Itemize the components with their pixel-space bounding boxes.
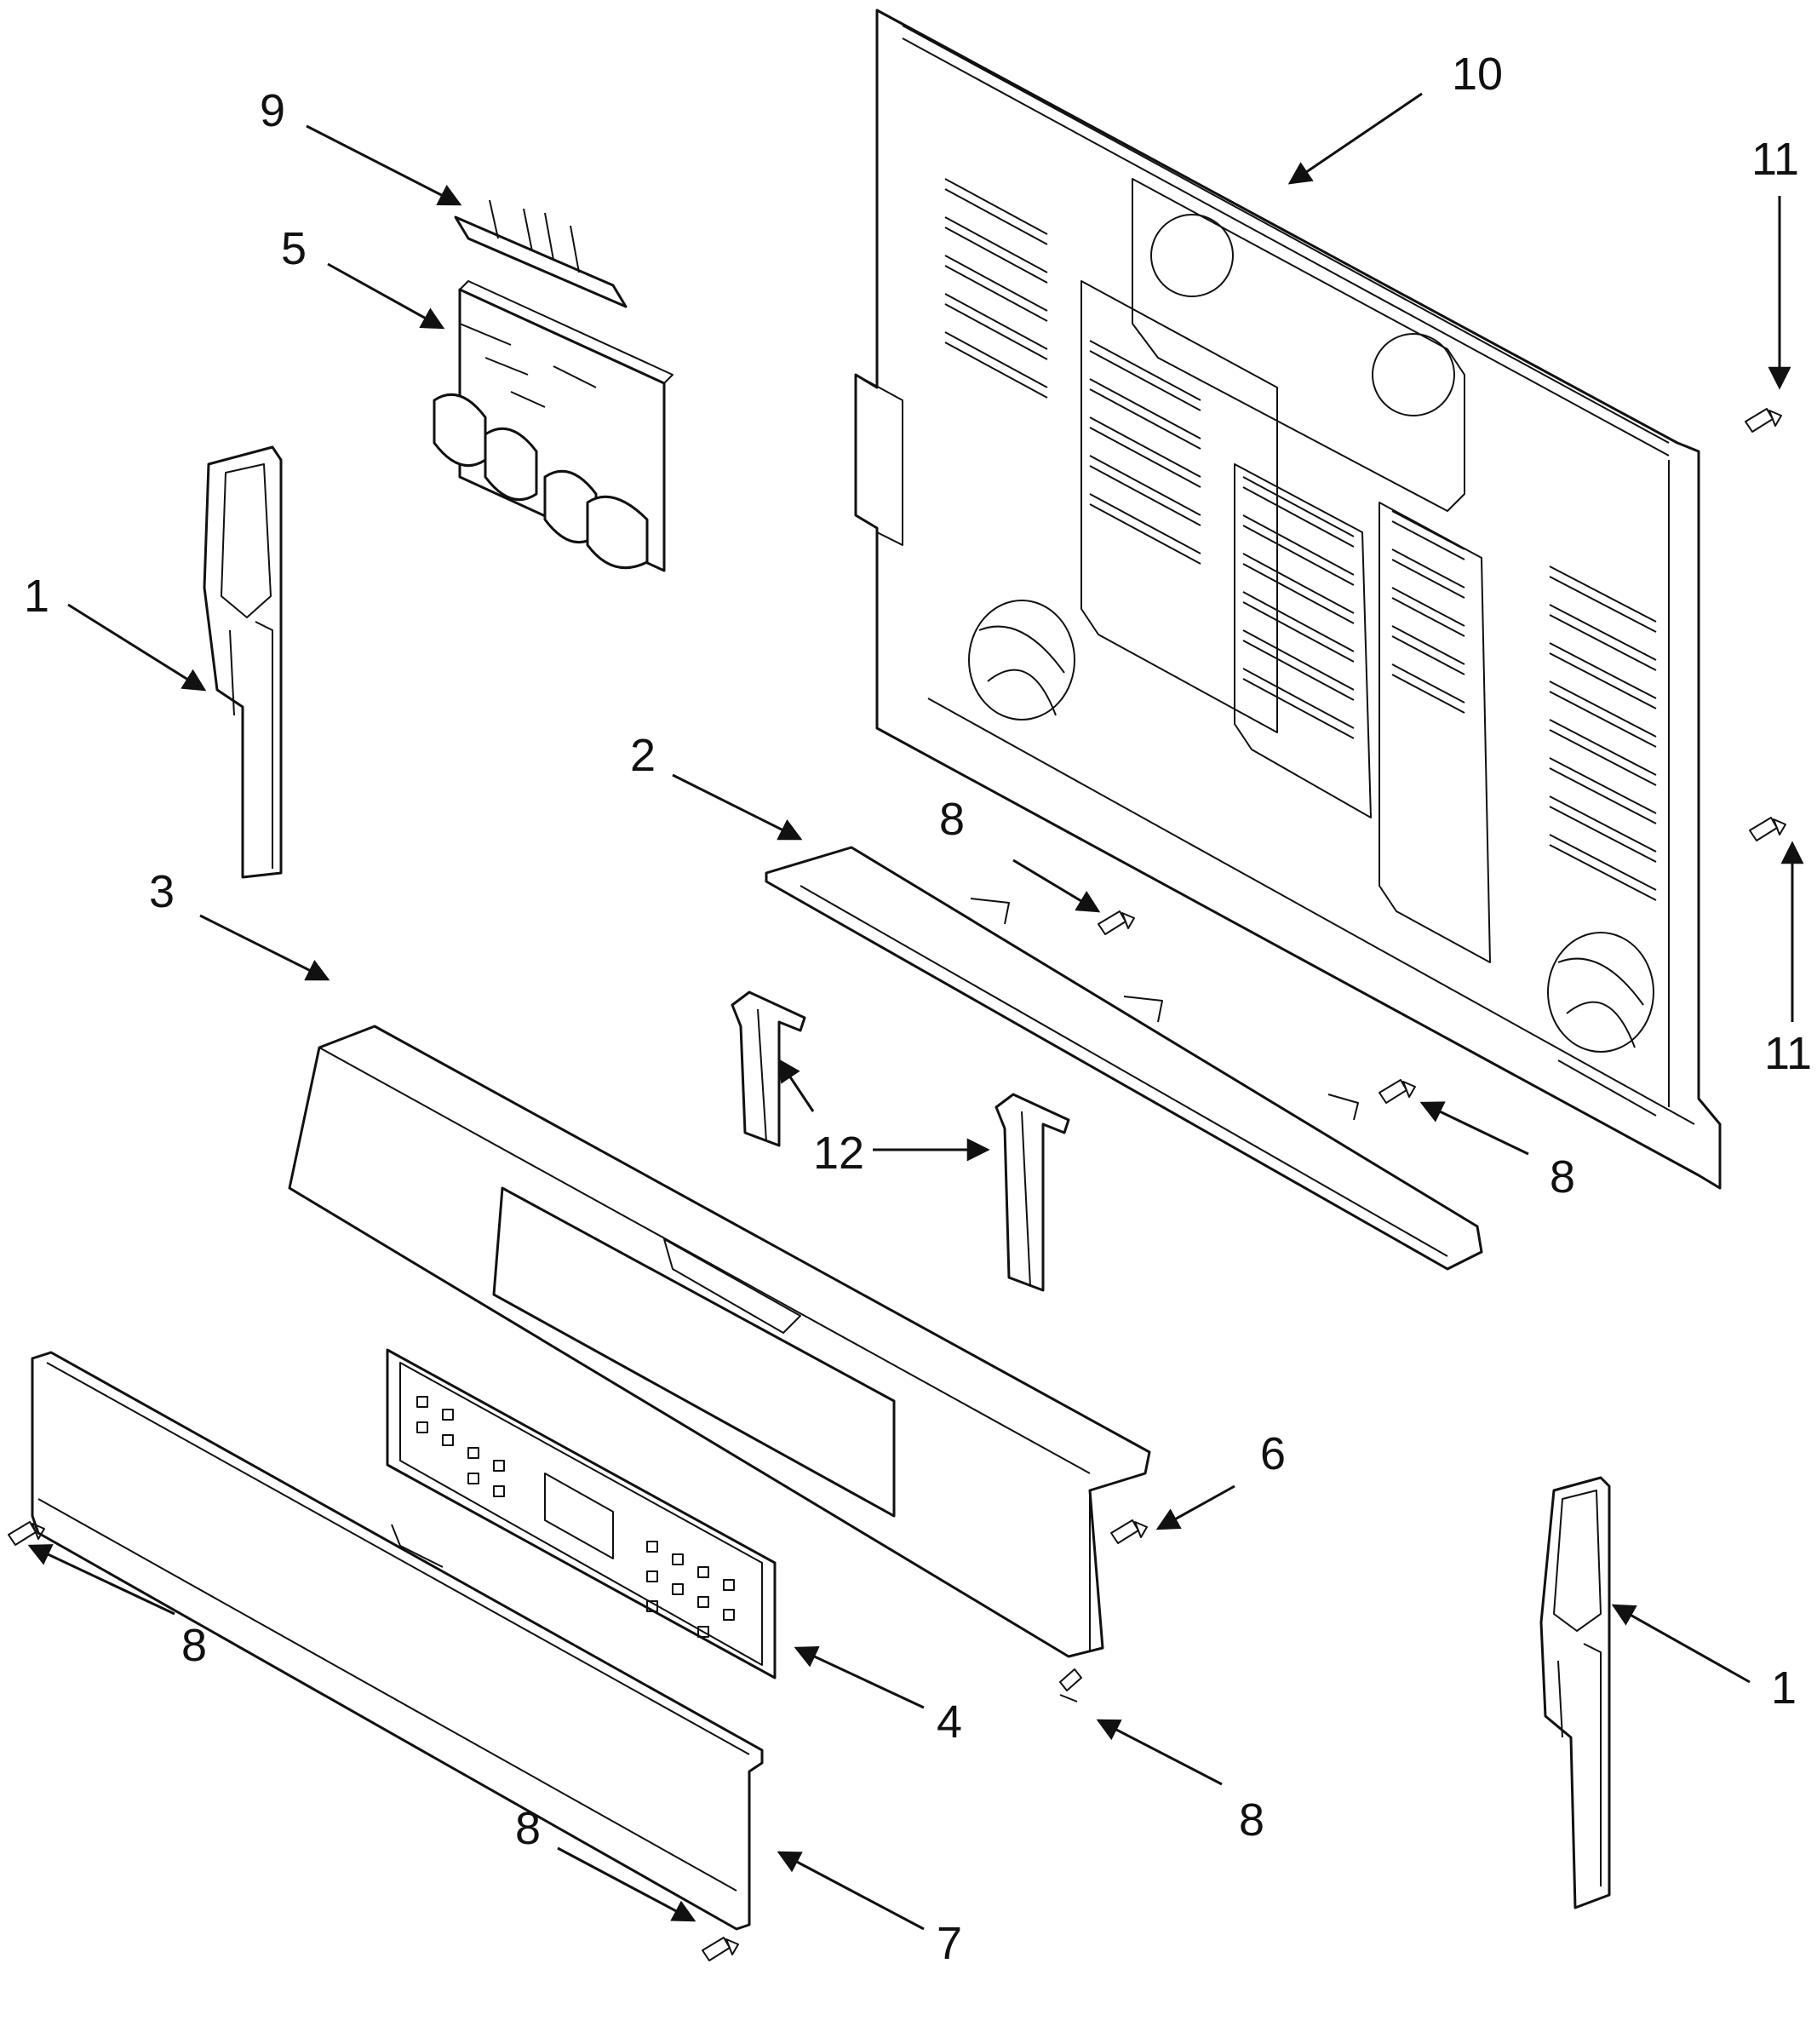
callout-8-mid: 8: [939, 794, 965, 845]
side-bracket-left-part: [203, 445, 283, 879]
callout-8-bottom: 8: [515, 1803, 541, 1854]
front-channel-part: [765, 846, 1483, 1271]
rear-panel-part: [854, 9, 1722, 1190]
callout-8-right: 8: [1550, 1151, 1575, 1203]
callout-11-bottom: 11: [1764, 1028, 1812, 1079]
callout-7: 7: [937, 1918, 962, 1969]
callout-arrows: [27, 92, 1804, 1931]
callout-11-top: 11: [1751, 134, 1799, 185]
callout-6: 6: [1260, 1428, 1286, 1479]
callout-12: 12: [813, 1128, 864, 1179]
keypad-display-part: [386, 1348, 777, 1679]
side-bracket-right-part: [1539, 1476, 1611, 1909]
callout-10: 10: [1452, 49, 1503, 100]
clip-right-part: [994, 1093, 1070, 1292]
callout-8-left: 8: [181, 1620, 207, 1671]
control-board-part: [433, 280, 673, 572]
callout-1-right: 1: [1771, 1662, 1797, 1714]
control-panel-housing-part: [288, 1025, 1151, 1658]
callout-4: 4: [937, 1697, 962, 1748]
callout-9: 9: [260, 85, 285, 136]
clip-left-part: [731, 990, 806, 1147]
screw-parts: [8, 408, 1786, 1961]
callout-3: 3: [149, 866, 175, 917]
callout-8-lower: 8: [1239, 1794, 1264, 1846]
callout-2: 2: [630, 730, 656, 781]
callout-5: 5: [281, 223, 307, 274]
callout-1-left: 1: [24, 571, 49, 622]
